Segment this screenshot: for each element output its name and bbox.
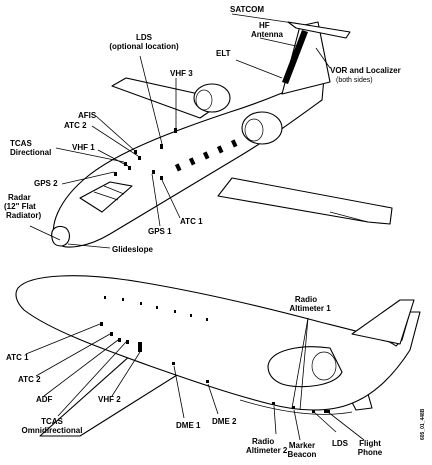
label-hf-line2: Antenna bbox=[251, 30, 284, 39]
label-lower-lds: LDS bbox=[332, 439, 349, 448]
label-lower-atc2: ATC 2 bbox=[18, 375, 41, 384]
lower-leader-lines bbox=[25, 317, 365, 441]
upper-aircraft-drawing bbox=[51, 21, 393, 248]
label-vhf1: VHF 1 bbox=[72, 143, 95, 152]
label-gps1: GPS 1 bbox=[148, 227, 172, 236]
label-phone-line2: Phone bbox=[358, 448, 383, 457]
label-vor-line1: VOR and Localizer bbox=[330, 66, 401, 75]
label-gps2: GPS 2 bbox=[34, 179, 58, 188]
label-adf: ADF bbox=[36, 395, 53, 404]
vhf1-antenna-marker bbox=[128, 166, 131, 170]
label-elt: ELT bbox=[216, 49, 231, 58]
gps2-antenna-marker bbox=[114, 172, 117, 176]
dme1-marker bbox=[172, 362, 175, 365]
label-tcas-dir-line1: TCAS bbox=[10, 139, 32, 148]
marker-beacon-marker bbox=[292, 406, 295, 409]
label-lower-atc1: ATC 1 bbox=[6, 353, 29, 362]
vhf2-marker bbox=[138, 342, 142, 352]
label-hf-line1: HF bbox=[259, 21, 270, 30]
atc2-antenna-marker bbox=[138, 156, 141, 160]
lower-aircraft-drawing bbox=[15, 275, 421, 437]
label-ralt2-line1: Radio bbox=[252, 437, 274, 446]
dme2-marker bbox=[206, 380, 209, 383]
label-radar-line2: (12" Flat bbox=[4, 202, 36, 211]
upper-labels: SATCOM HF Antenna LDS (optional location… bbox=[4, 5, 401, 254]
label-afis: AFIS bbox=[78, 111, 97, 120]
label-vor-line2: (both sides) bbox=[336, 77, 373, 84]
tcas-omni-marker bbox=[126, 340, 129, 344]
lds-lower-marker bbox=[312, 410, 315, 413]
label-phone-line1: Flight bbox=[359, 439, 381, 448]
flight-phone-marker bbox=[324, 410, 330, 413]
atc1-antenna-marker bbox=[160, 176, 163, 180]
label-ralt1-line2: Altimeter 1 bbox=[289, 304, 331, 313]
label-ralt2-line2: Altimeter 2 bbox=[246, 446, 288, 455]
afis-antenna-marker bbox=[134, 150, 137, 154]
label-glideslope: Glideslope bbox=[112, 245, 153, 254]
label-lds-line1: LDS bbox=[136, 33, 153, 42]
upper-leader-lines bbox=[29, 13, 331, 249]
label-dme1: DME 1 bbox=[176, 421, 201, 430]
lower-labels: Radio Altimeter 1 ATC 1 ATC 2 ADF VHF 2 … bbox=[6, 295, 426, 459]
adf-marker bbox=[118, 338, 121, 342]
label-vhf2: VHF 2 bbox=[98, 395, 121, 404]
lower-atc2-marker bbox=[110, 332, 113, 336]
label-radar-line1: Radar bbox=[8, 193, 31, 202]
label-tcas-omni-line1: TCAS bbox=[41, 417, 63, 426]
lower-atc1-marker bbox=[100, 322, 103, 326]
tcas-directional-marker bbox=[124, 162, 127, 166]
label-dme2: DME 2 bbox=[212, 417, 237, 426]
label-ralt1-line1: Radio bbox=[295, 295, 317, 304]
label-vhf3: VHF 3 bbox=[170, 69, 193, 78]
vhf3-antenna-marker bbox=[174, 128, 177, 133]
label-satcom: SATCOM bbox=[230, 5, 264, 14]
label-atc1: ATC 1 bbox=[180, 217, 203, 226]
label-marker-line2: Beacon bbox=[288, 450, 317, 459]
gps1-antenna-marker bbox=[152, 170, 155, 174]
label-tcas-dir-line2: Directional bbox=[10, 148, 51, 157]
label-lds-line2: (optional location) bbox=[109, 42, 179, 51]
label-marker-line1: Marker bbox=[289, 441, 315, 450]
label-radar-line3: Radiator) bbox=[6, 211, 41, 220]
radio-alt2-marker bbox=[272, 402, 275, 405]
figure-id: 605_01_448B bbox=[420, 408, 426, 440]
lds-antenna-marker bbox=[160, 144, 163, 149]
label-atc2: ATC 2 bbox=[64, 121, 87, 130]
label-tcas-omni-line2: Omnidirectional bbox=[22, 426, 83, 435]
